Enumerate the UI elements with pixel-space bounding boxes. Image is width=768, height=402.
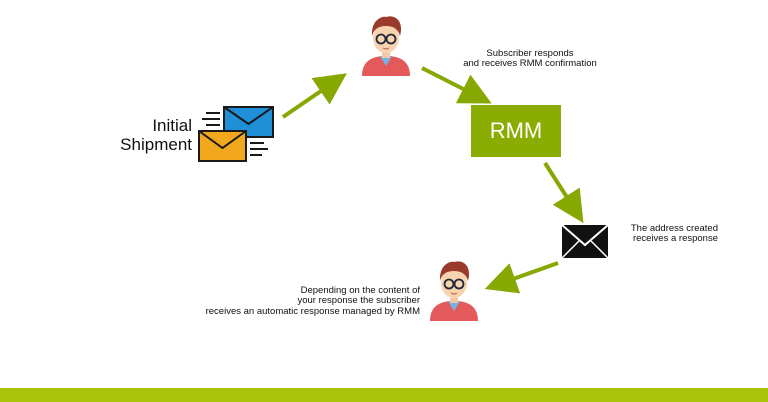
footer-bar [0, 388, 768, 402]
arrow-address-to-subscriber [484, 261, 559, 294]
subscriber-icon [361, 15, 411, 77]
subscriber-icon [429, 260, 479, 322]
arrow-subscriber-to-rmm [421, 66, 492, 104]
subscriber-responds-label: Subscriber responds and receives RMM con… [463, 48, 597, 70]
rmm-box: RMM [471, 105, 561, 157]
initial-shipment-label: Initial Shipment [120, 116, 192, 154]
arrow-rmm-to-address [543, 161, 584, 224]
arrow-shipment-to-subscriber [281, 73, 347, 119]
envelope-orange-icon [198, 130, 268, 162]
automatic-response-label: Depending on the content of your respons… [205, 285, 420, 317]
envelope-black-icon [561, 224, 609, 259]
rmm-label: RMM [489, 118, 543, 143]
address-response-label: The address created receives a response [630, 223, 718, 245]
